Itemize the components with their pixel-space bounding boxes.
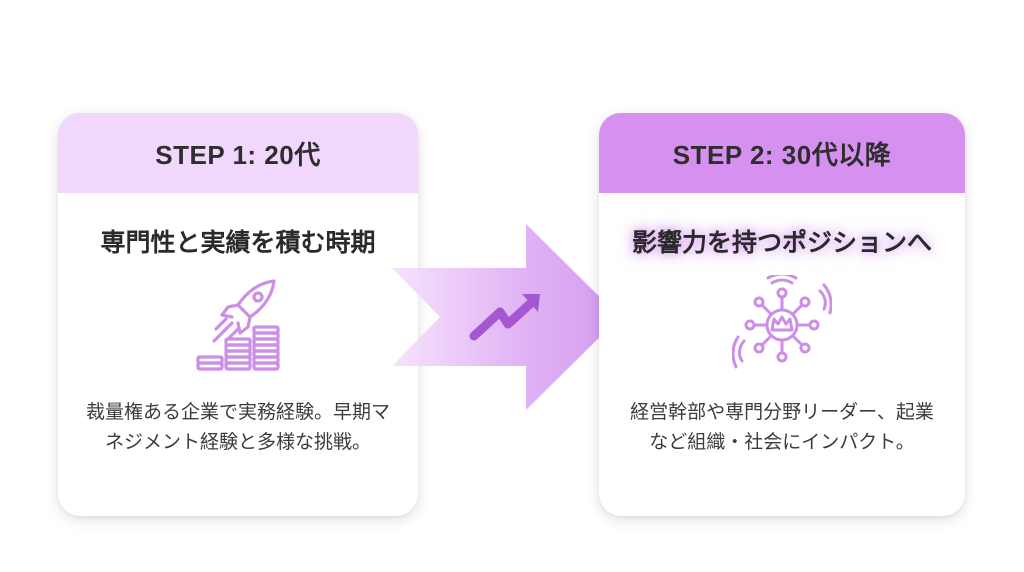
step-1-header: STEP 1: 20代 — [58, 113, 418, 193]
step-1-description: 裁量権ある企業で実務経験。早期マネジメント経験と多様な挑戦。 — [85, 401, 390, 453]
transition-arrow — [392, 224, 620, 410]
step-2-description: 経営幹部や専門分野リーダー、起業など組織・社会にインパクト。 — [630, 401, 934, 453]
crown-network-icon — [731, 272, 833, 379]
step-2-card: STEP 2: 30代以降 影響力を持つポジションへ 経営幹部や専門分野リーダー… — [599, 113, 965, 516]
step-2-header: STEP 2: 30代以降 — [599, 113, 965, 193]
step-1-card: STEP 1: 20代 専門性と実績を積む時期 — [58, 113, 418, 516]
trend-up-arrow-icon — [469, 294, 540, 341]
rocket-coins-icon — [188, 275, 288, 379]
step-1-title: 専門性と実績を積む時期 — [100, 228, 376, 257]
step-2-title: 影響力を持つポジションへ — [631, 228, 932, 257]
